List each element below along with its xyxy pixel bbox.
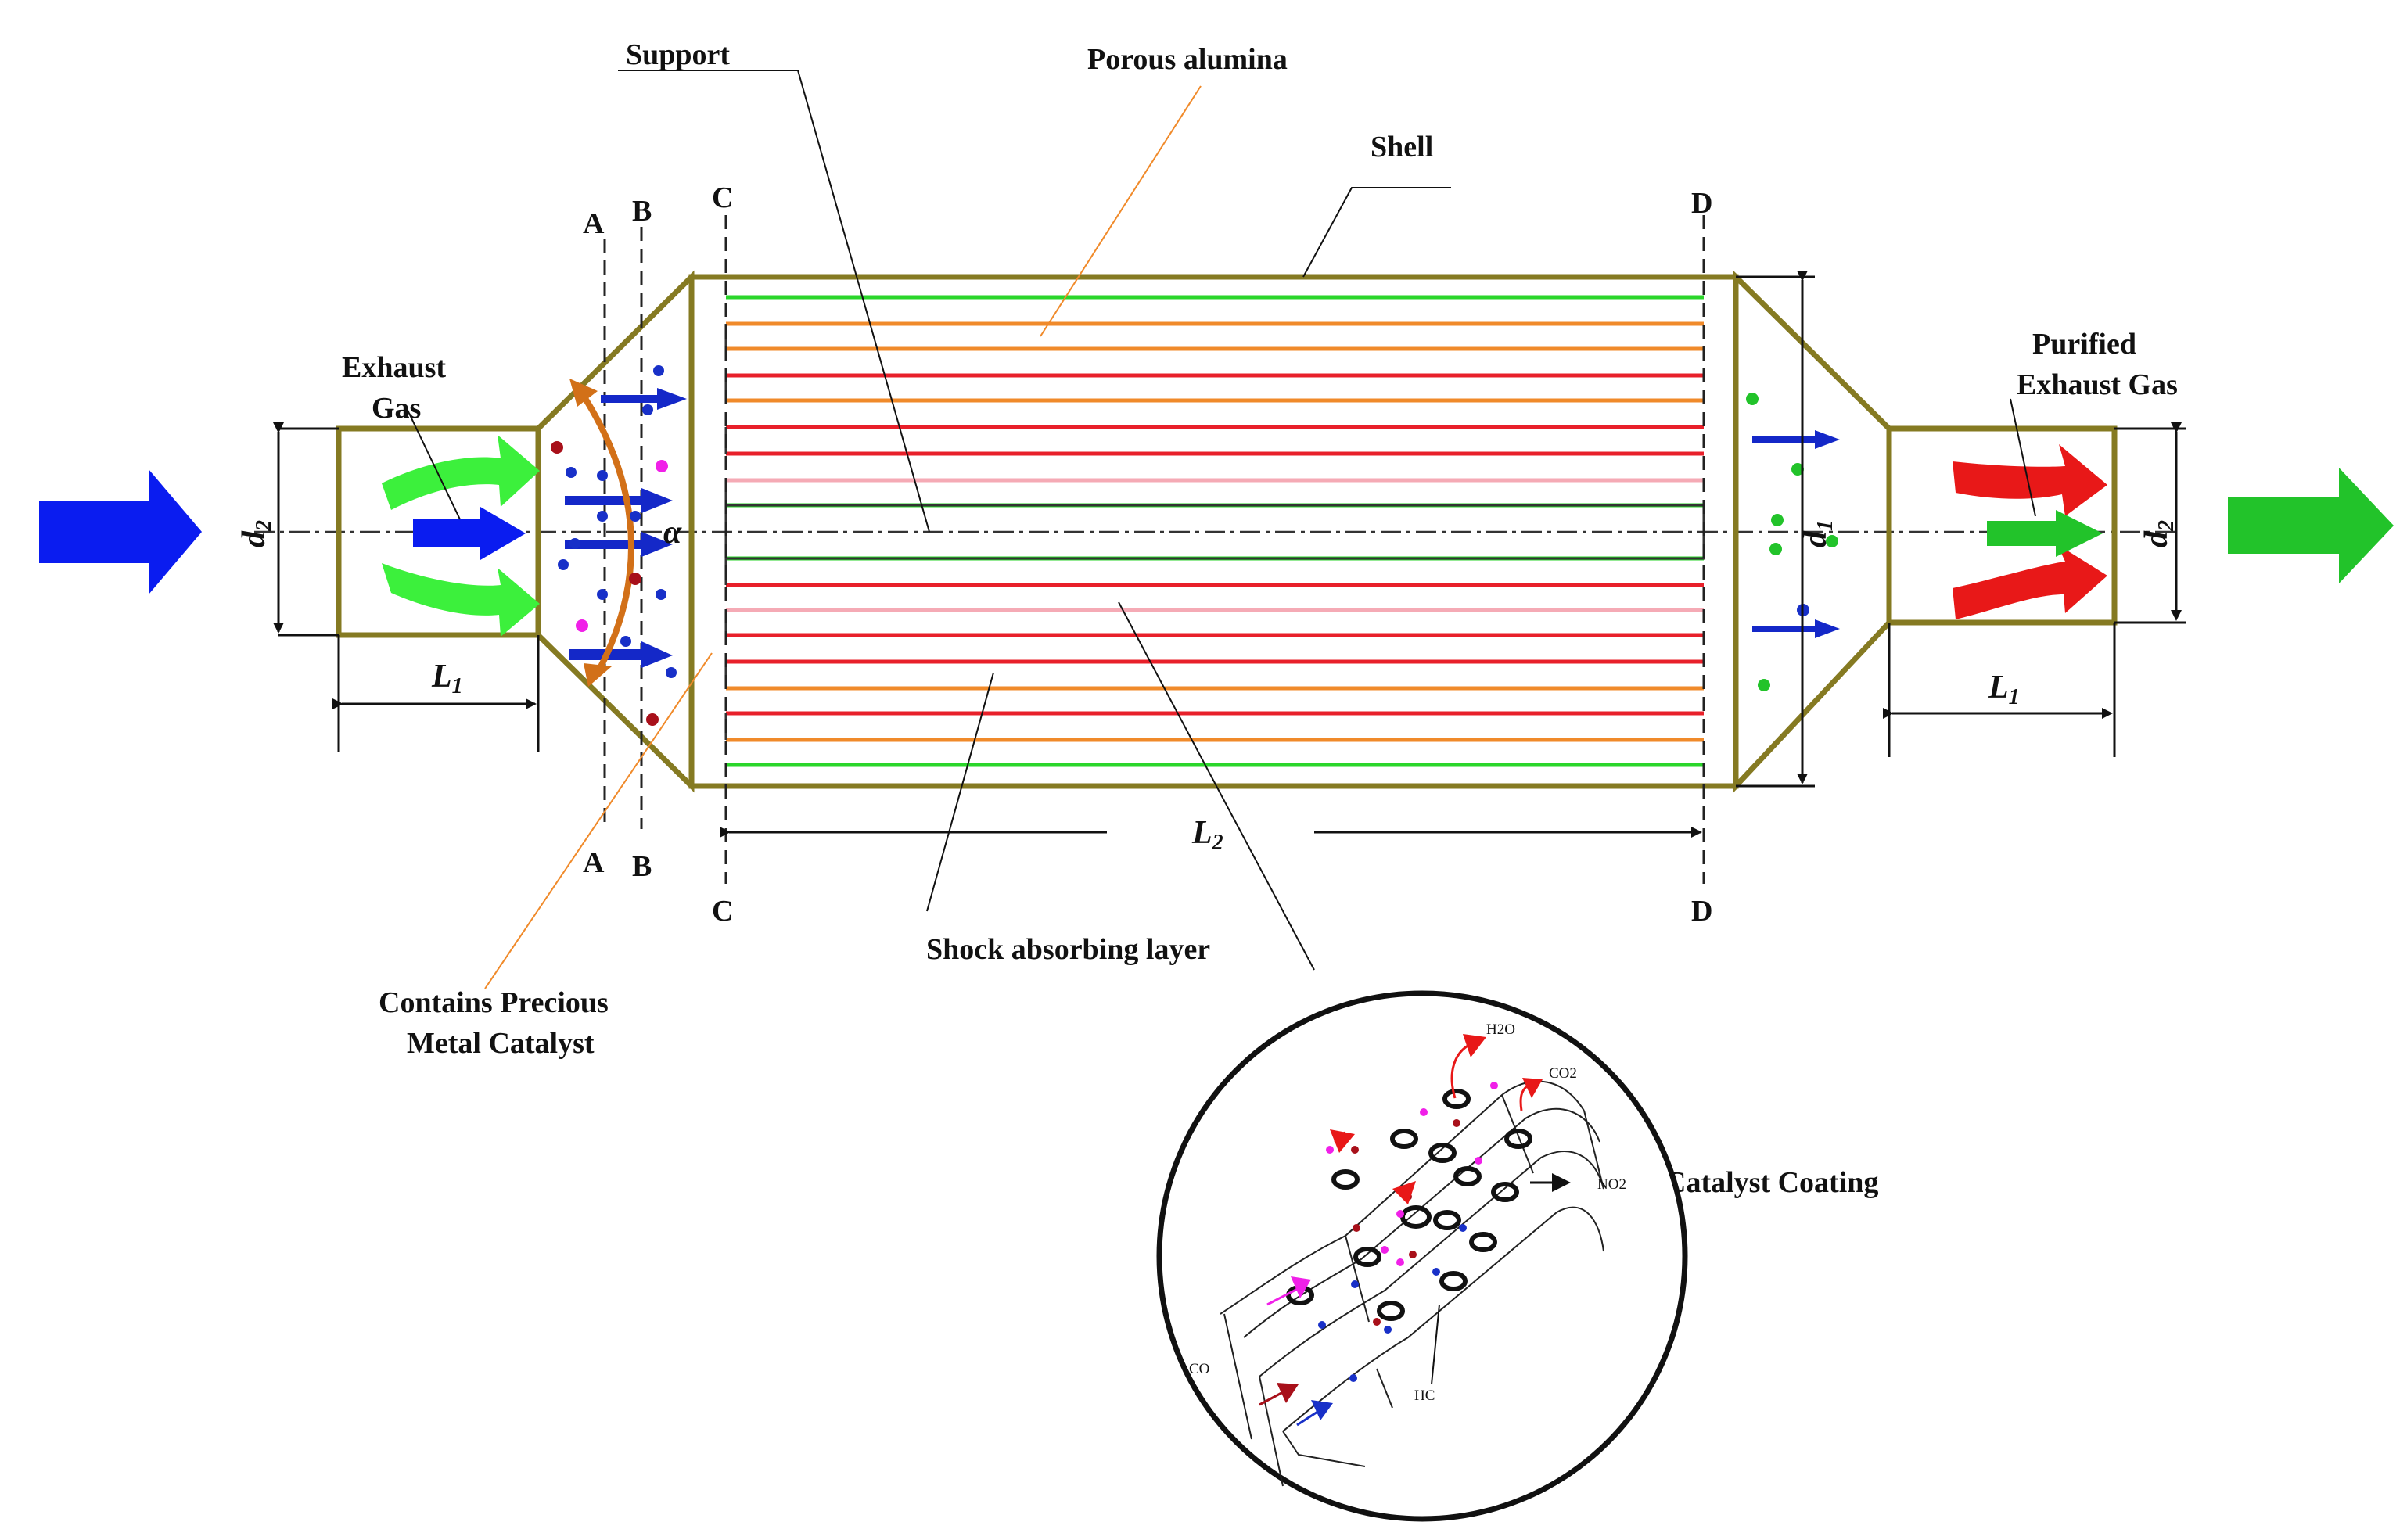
dimension-l1-outlet-label: L1 <box>1988 669 2020 709</box>
co-label: CO <box>1189 1361 1209 1377</box>
cone-angle-label: α <box>663 515 682 551</box>
section-a-bottom: A <box>583 846 605 879</box>
dimension-d2-outlet <box>2114 422 2186 624</box>
exhaust-gas-label-2: Gas <box>372 392 421 425</box>
precious-metal-label-1: Contains Precious <box>379 986 609 1019</box>
co2-label: CO2 <box>1549 1065 1577 1082</box>
support-label: Support <box>626 38 730 71</box>
section-b-top: B <box>632 195 652 228</box>
precious-metal-label-2: Metal Catalyst <box>407 1027 595 1060</box>
dimension-d2-label: d2 <box>236 520 276 547</box>
shock-absorbing-label: Shock absorbing layer <box>926 933 1210 966</box>
outlet-cone-particles <box>1746 393 1840 691</box>
inlet-curved-arrows <box>382 435 540 637</box>
purified-label-1: Purified <box>2032 328 2136 361</box>
section-c-bottom: C <box>712 895 733 928</box>
inlet-flow-arrow <box>39 469 202 594</box>
catalyst-coating-detail: H2O CO2 NO2 CO HC <box>1156 990 1688 1522</box>
section-d-top: D <box>1691 187 1712 220</box>
leader-lines <box>404 70 2036 989</box>
dimension-d2-outlet-label: d2 <box>2139 520 2179 547</box>
no2-label: NO2 <box>1597 1176 1626 1193</box>
dimension-d1 <box>1736 271 1815 788</box>
cone-angle-arc <box>569 379 635 687</box>
section-b-bottom: B <box>632 850 652 883</box>
catalyst-coating-label: Catalyst Coating <box>1665 1166 1878 1199</box>
honeycomb-channels <box>724 295 1705 767</box>
porous-alumina-label: Porous alumina <box>1087 43 1288 76</box>
dimension-d1-label: d1 <box>1798 520 1838 547</box>
shell-label: Shell <box>1371 131 1433 163</box>
cone-blue-arrows <box>565 388 687 668</box>
inlet-blue-arrow <box>413 507 526 560</box>
section-a-top: A <box>583 207 605 240</box>
section-c-top: C <box>712 181 733 214</box>
dimension-d2-inlet <box>273 422 339 637</box>
purified-label-2: Exhaust Gas <box>2017 368 2178 401</box>
h2o-label: H2O <box>1486 1021 1515 1038</box>
dimension-l1-outlet <box>1883 623 2116 757</box>
outlet-curved-arrows <box>1953 444 2107 619</box>
section-lines <box>603 215 1705 884</box>
outlet-flow-arrow <box>2228 468 2394 583</box>
cone-particles <box>551 365 677 726</box>
dimension-l1-label: L1 <box>431 659 463 698</box>
dimension-l2-label: L2 <box>1191 815 1223 855</box>
dimension-l1-inlet <box>332 635 540 752</box>
hc-label: HC <box>1414 1387 1435 1404</box>
outlet-green-arrow <box>1987 510 2103 557</box>
exhaust-gas-label-1: Exhaust <box>342 351 446 384</box>
section-d-bottom: D <box>1691 895 1712 928</box>
